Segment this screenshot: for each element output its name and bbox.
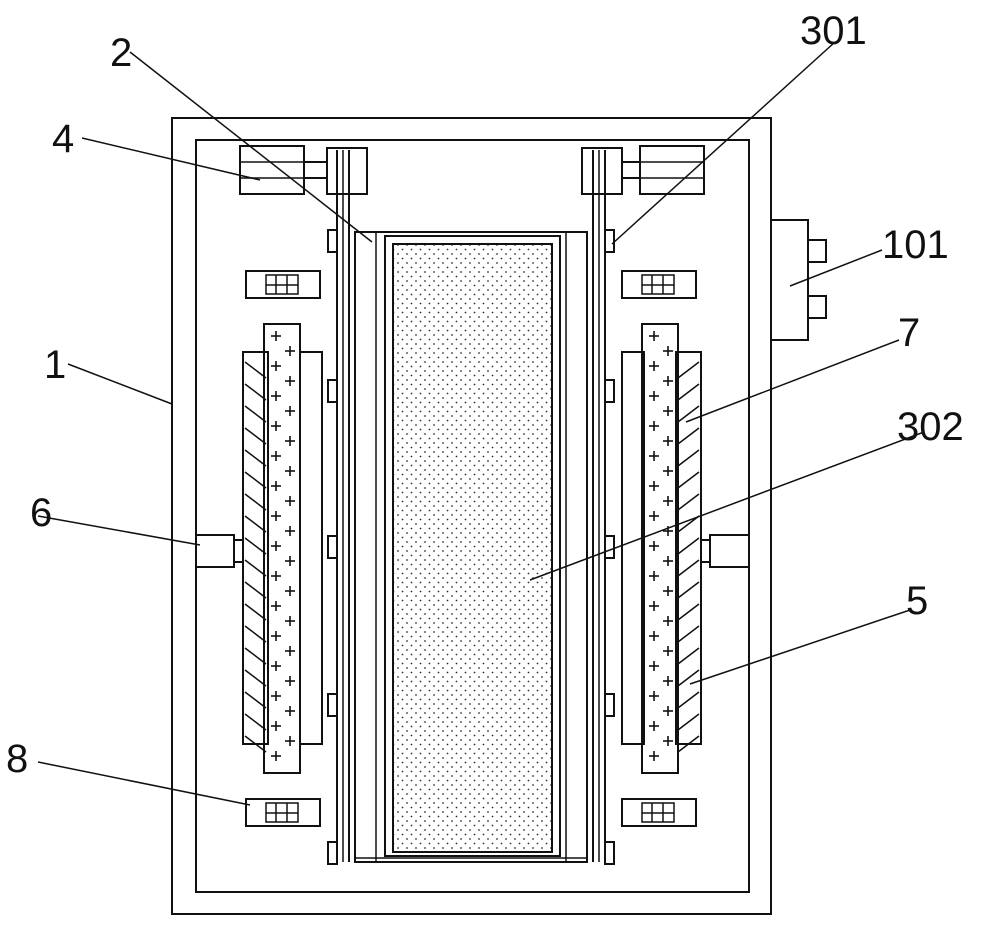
hatch-mark	[677, 493, 700, 511]
label-inner-frame: 2	[110, 31, 132, 75]
hatch-mark	[677, 603, 700, 621]
hatch-mark	[677, 427, 700, 445]
hatch-mark	[677, 537, 700, 555]
hatch-mark	[677, 669, 700, 687]
label-plate: 302	[897, 405, 964, 449]
hatch-mark	[244, 537, 267, 555]
hatch-mark	[244, 515, 267, 533]
block-top-right	[621, 270, 697, 299]
hatch-mark	[677, 361, 700, 379]
rail-rollers	[327, 229, 615, 865]
hatch-mark	[244, 735, 267, 753]
hatch-mark	[244, 713, 267, 731]
hatch-mark	[677, 383, 700, 401]
dotted-plate	[392, 243, 553, 853]
hatch-mark	[244, 647, 267, 665]
left-side-plate	[242, 323, 323, 774]
hatch-mark	[244, 405, 267, 423]
hatch-mark	[677, 449, 700, 467]
hatch-mark	[677, 713, 700, 731]
hatch-mark	[244, 427, 267, 445]
label-tooth: 7	[898, 311, 920, 355]
hatch-mark	[244, 625, 267, 643]
hatch-mark	[244, 383, 267, 401]
outer-housing	[171, 117, 772, 915]
hatch-mark	[244, 361, 267, 379]
central-frame	[354, 231, 588, 863]
left-guide-rails	[326, 147, 368, 862]
right-drive-unit	[621, 145, 705, 195]
block-top-left	[245, 270, 321, 299]
hatch-mark	[677, 691, 700, 709]
left-cylinder	[195, 534, 244, 568]
hatch-mark	[244, 449, 267, 467]
label-connector: 101	[882, 223, 949, 267]
right-side-plate	[621, 323, 702, 774]
hatch-mark	[244, 471, 267, 489]
label-housing: 1	[44, 343, 66, 387]
label-drive-unit: 4	[52, 117, 74, 161]
hatch-mark	[244, 581, 267, 599]
hatch-mark	[677, 647, 700, 665]
hatch-mark	[677, 559, 700, 577]
block-bottom-right	[621, 798, 697, 827]
hatch-mark	[244, 493, 267, 511]
hatch-mark	[677, 735, 700, 753]
label-guide-rail: 301	[800, 9, 867, 53]
hatch-mark	[244, 603, 267, 621]
label-side-plate: 5	[906, 579, 928, 623]
left-drive-unit	[239, 145, 328, 195]
hatch-mark	[677, 625, 700, 643]
hatch-mark	[677, 581, 700, 599]
hatch-mark	[677, 515, 700, 533]
block-bottom-left	[245, 798, 321, 827]
leader-lines	[37, 41, 925, 806]
hatch-mark	[244, 669, 267, 687]
inner-housing	[195, 139, 750, 893]
hatch-mark	[677, 471, 700, 489]
hatch-mark	[677, 405, 700, 423]
label-cylinder: 6	[30, 491, 52, 535]
hatch-mark	[244, 691, 267, 709]
right-cylinder	[700, 534, 750, 568]
hatch-mark	[244, 559, 267, 577]
label-block: 8	[6, 737, 28, 781]
connector-box	[770, 219, 827, 341]
